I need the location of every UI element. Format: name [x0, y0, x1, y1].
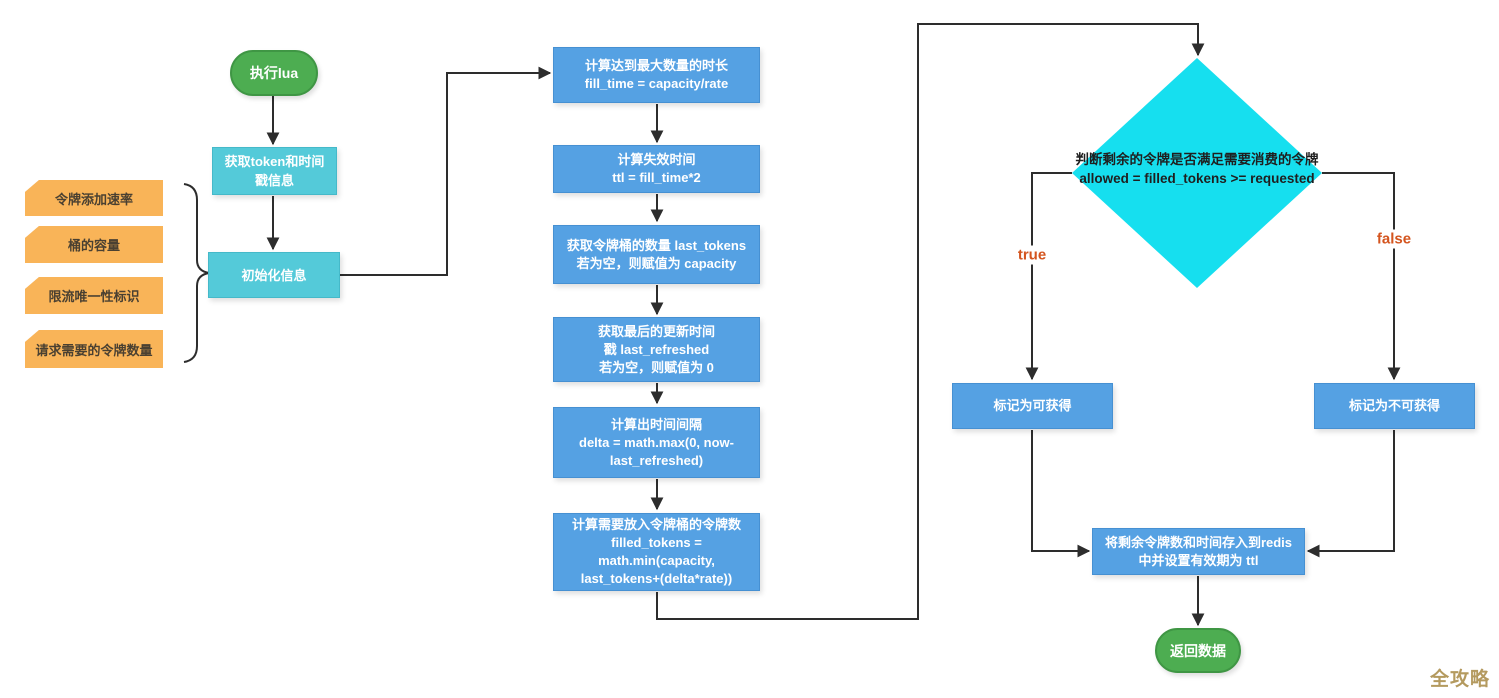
branch-true-label: true	[1013, 245, 1051, 265]
step-last-tokens: 获取令牌桶的数量 last_tokens 若为空，则赋值为 capacity	[553, 225, 760, 284]
connector-init-to-step1	[340, 66, 552, 276]
watermark-text: 全攻略	[1430, 669, 1491, 690]
decision-label: 判断剩余的令牌是否满足需要消费的令牌 allowed = filled_toke…	[1075, 152, 1319, 186]
connector-unavailable-to-redis	[1306, 430, 1395, 558]
input-card-capacity-label: 桶的容量	[67, 238, 120, 253]
init-info-node: 初始化信息	[208, 252, 340, 298]
init-info-node-label: 初始化信息	[241, 267, 307, 283]
decision-diamond	[1072, 58, 1322, 288]
input-card-capacity: 桶的容量	[25, 226, 163, 263]
step-filled-tokens: 计算需要放入令牌桶的令牌数 filled_tokens = math.min(c…	[553, 513, 760, 591]
step-delta: 计算出时间间隔 delta = math.max(0, now- last_re…	[553, 407, 760, 478]
get-token-node-label: 获取token和时间 戳信息	[224, 154, 325, 188]
save-redis-node: 将剩余令牌数和时间存入到redis 中并设置有效期为 ttl	[1092, 528, 1305, 575]
input-card-rate: 令牌添加速率	[25, 180, 163, 216]
input-card-requested-label: 请求需要的令牌数量	[35, 342, 153, 358]
input-card-rate-label: 令牌添加速率	[54, 191, 133, 207]
start-node: 执行lua	[230, 50, 318, 96]
step-last-tokens-label: 获取令牌桶的数量 last_tokens 若为空，则赋值为 capacity	[566, 237, 747, 271]
start-node-label: 执行lua	[249, 65, 299, 81]
connector-available-to-redis	[1031, 430, 1091, 558]
step-ttl: 计算失效时间 ttl = fill_time*2	[553, 145, 760, 193]
connector-step6-to-decision	[656, 23, 1205, 620]
connector-decision-false	[1322, 172, 1401, 381]
input-card-key: 限流唯一性标识	[25, 277, 163, 314]
input-card-requested: 请求需要的令牌数量	[25, 330, 163, 368]
mark-available-node: 标记为可获得	[952, 383, 1113, 429]
end-node-label: 返回数据	[1170, 642, 1226, 659]
step-ttl-label: 计算失效时间 ttl = fill_time*2	[612, 152, 701, 185]
inputs-brace	[183, 183, 210, 363]
step-last-refreshed: 获取最后的更新时间 戳 last_refreshed 若为空，则赋值为 0	[553, 317, 760, 382]
step-delta-label: 计算出时间间隔 delta = math.max(0, now- last_re…	[579, 416, 734, 468]
mark-unavailable-node: 标记为不可获得	[1314, 383, 1475, 429]
branch-false-label: false	[1372, 229, 1416, 249]
get-token-node: 获取token和时间 戳信息	[212, 147, 337, 195]
step-filled-tokens-label: 计算需要放入令牌桶的令牌数 filled_tokens = math.min(c…	[571, 517, 741, 586]
mark-available-label: 标记为可获得	[993, 398, 1072, 413]
step-fill-time-label: 计算达到最大数量的时长 fill_time = capacity/rate	[584, 58, 729, 91]
mark-unavailable-label: 标记为不可获得	[1348, 398, 1440, 413]
save-redis-label: 将剩余令牌数和时间存入到redis 中并设置有效期为 ttl	[1104, 534, 1293, 568]
connector-decision-true	[1025, 172, 1072, 381]
end-node: 返回数据	[1155, 628, 1241, 673]
input-card-key-label: 限流唯一性标识	[48, 289, 140, 304]
step-fill-time: 计算达到最大数量的时长 fill_time = capacity/rate	[553, 47, 760, 103]
step-last-refreshed-label: 获取最后的更新时间 戳 last_refreshed 若为空，则赋值为 0	[597, 323, 715, 375]
